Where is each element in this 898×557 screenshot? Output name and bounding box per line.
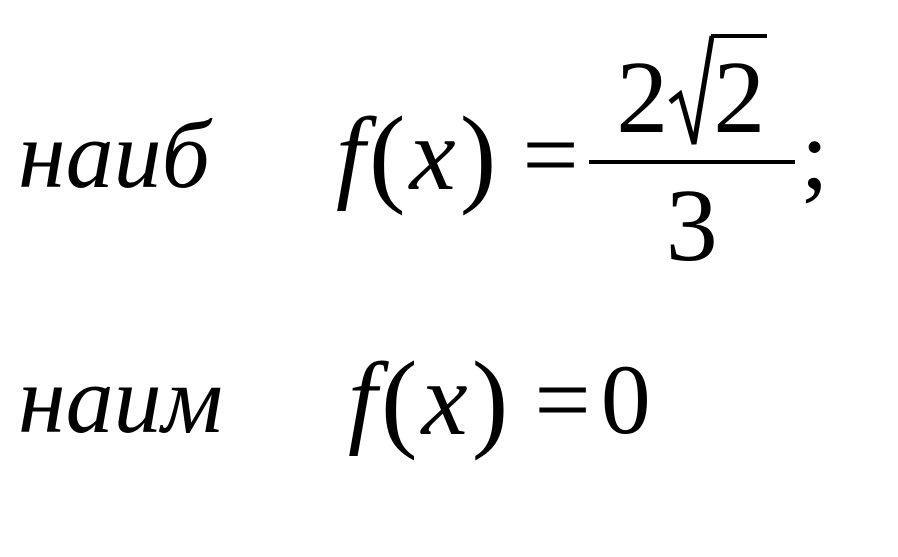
formula-line-min: наим f ( x ) = 0 bbox=[18, 340, 651, 460]
numerator-coefficient: 2 bbox=[616, 40, 669, 155]
function-name: f bbox=[336, 97, 365, 212]
fraction-numerator: 2 2 bbox=[616, 32, 768, 155]
fraction: 2 2 3 bbox=[588, 32, 795, 283]
semicolon: ; bbox=[800, 99, 829, 210]
equals-sign: = bbox=[522, 99, 579, 210]
max-label: наиб bbox=[18, 101, 210, 208]
open-paren: ( bbox=[368, 94, 406, 216]
fraction-denominator: 3 bbox=[665, 168, 718, 283]
square-root: 2 bbox=[668, 32, 768, 150]
variable: x bbox=[409, 97, 456, 212]
close-paren: ) bbox=[471, 339, 509, 461]
equals-sign: = bbox=[534, 344, 591, 455]
variable: x bbox=[421, 342, 468, 457]
min-label: наим bbox=[18, 346, 223, 453]
min-value: 0 bbox=[600, 344, 651, 455]
open-paren: ( bbox=[380, 339, 418, 461]
close-paren: ) bbox=[459, 94, 497, 216]
radical-sign-icon bbox=[668, 35, 715, 145]
radicand: 2 bbox=[711, 34, 768, 150]
formula-line-max: наиб f ( x ) = 2 2 3 ; bbox=[18, 20, 829, 290]
function-name: f bbox=[348, 342, 377, 457]
fraction-bar bbox=[588, 160, 795, 164]
